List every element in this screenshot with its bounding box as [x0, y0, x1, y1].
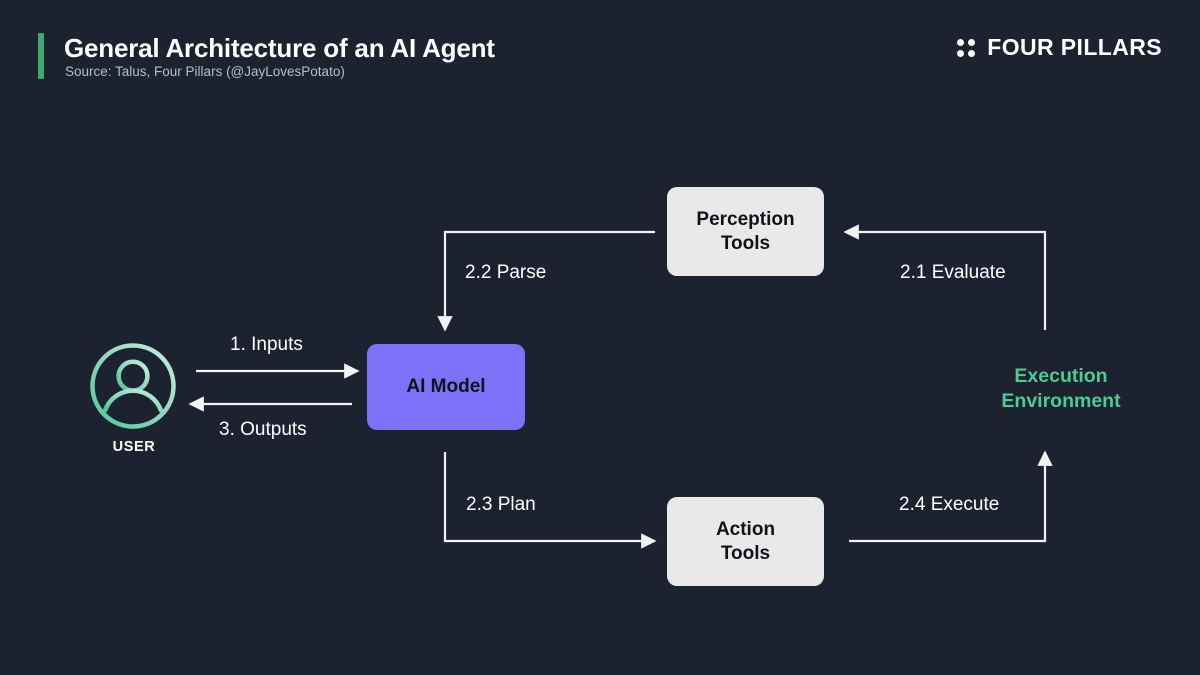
edge-label-execute: 2.4 Execute: [899, 494, 1000, 515]
edge-label-parse: 2.2 Parse: [465, 262, 547, 283]
node-perception-label: Perception Tools: [696, 208, 794, 254]
node-ai-model-label: AI Model: [406, 376, 486, 398]
page-header: General Architecture of an AI Agent Sour…: [0, 0, 1200, 100]
edge-plan: [443, 452, 657, 549]
edge-label-plan: 2.3 Plan: [466, 494, 536, 515]
edge-execute: [849, 450, 1053, 543]
exec-env-line1: Execution: [1014, 365, 1108, 387]
node-action-label: Action Tools: [716, 518, 775, 564]
user-label: USER: [112, 439, 156, 455]
region-label-execution-environment: Execution Environment: [976, 364, 1146, 414]
edge-parse: [437, 230, 655, 332]
action-line1: Action: [715, 519, 776, 541]
perception-line1: Perception: [696, 209, 795, 231]
brand-logo: FOUR PILLARS: [957, 34, 1162, 61]
node-action-tools[interactable]: Action Tools: [667, 497, 824, 586]
node-user[interactable]: USER: [88, 341, 180, 455]
edge-evaluate: [843, 224, 1047, 330]
four-dots-icon: [957, 38, 976, 57]
edge-label-evaluate: 2.1 Evaluate: [900, 262, 1006, 283]
node-perception-tools[interactable]: Perception Tools: [667, 187, 824, 276]
brand-name: FOUR PILLARS: [987, 34, 1162, 60]
page-title: General Architecture of an AI Agent: [64, 33, 495, 63]
exec-env-line2: Environment: [1001, 389, 1121, 412]
accent-bar: [38, 33, 44, 79]
edge-label-outputs: 3. Outputs: [219, 419, 307, 440]
user-avatar-icon: [90, 343, 176, 429]
edge-label-inputs: 1. Inputs: [230, 334, 303, 355]
node-ai-model[interactable]: AI Model: [367, 344, 525, 430]
perception-line2: Tools: [720, 232, 771, 254]
source-attribution: Source: Talus, Four Pillars (@JayLovesPo…: [65, 64, 345, 79]
action-line2: Tools: [720, 542, 771, 564]
